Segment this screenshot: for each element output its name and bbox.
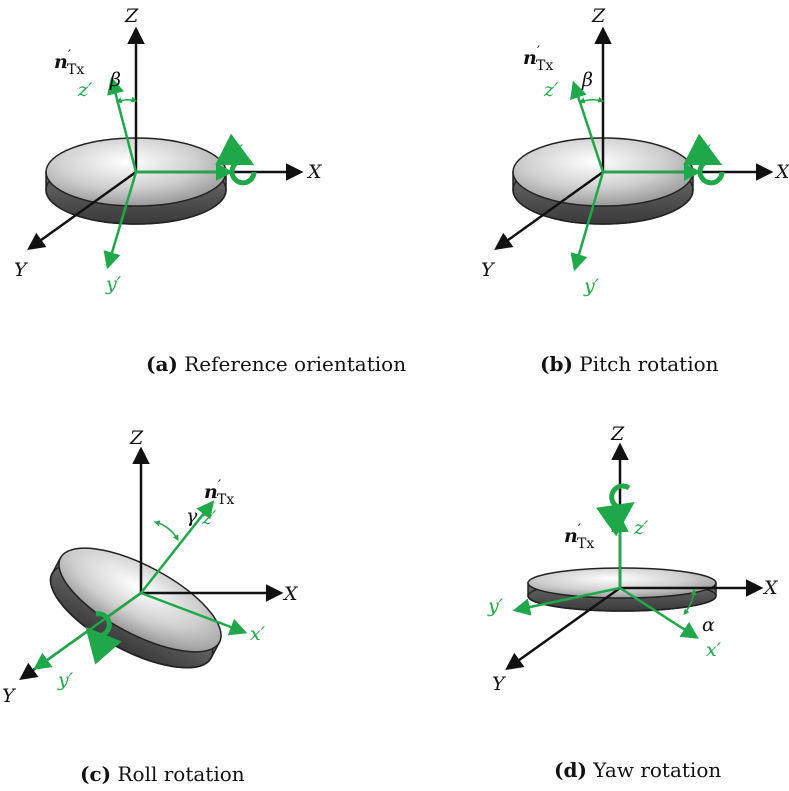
rotation-arrow xyxy=(683,133,725,186)
label-Y: Y xyxy=(14,259,29,281)
y-prime-axis xyxy=(103,171,138,270)
caption-a: (a) Reference orientation xyxy=(146,352,406,376)
caption-text: Yaw rotation xyxy=(593,758,722,782)
label-y-prime: y′ xyxy=(487,595,504,617)
caption-letter: (d) xyxy=(554,758,587,782)
label-angle: β xyxy=(109,69,121,91)
label-X: X xyxy=(762,577,779,599)
label-n-tx: n′Tx xyxy=(523,44,553,74)
disc xyxy=(527,567,717,612)
caption-c: (c) Roll rotation xyxy=(80,762,245,786)
label-angle: α xyxy=(702,614,715,636)
disc xyxy=(49,547,222,669)
label-Z: Z xyxy=(124,5,139,27)
y-prime-axis xyxy=(512,586,621,616)
label-X: X xyxy=(774,161,789,183)
y-axis xyxy=(494,170,604,251)
x-prime-axis xyxy=(140,591,248,636)
caption-d: (d) Yaw rotation xyxy=(554,758,721,782)
label-y-prime: y′ xyxy=(105,273,122,295)
label-y-prime: y′ xyxy=(57,669,74,691)
x-prime-axis xyxy=(619,586,699,639)
beta-arc xyxy=(115,96,138,104)
label-angle: γ xyxy=(186,505,198,527)
label-n-tx: n′Tx xyxy=(564,522,594,552)
caption-letter: (a) xyxy=(146,352,178,376)
label-n-tx: n′Tx xyxy=(54,48,84,78)
label-Y: Y xyxy=(2,685,17,707)
label-Y: Y xyxy=(492,673,507,695)
label-x-prime: x′ xyxy=(706,639,722,661)
rotation-arrow xyxy=(215,133,257,186)
caption-text: Pitch rotation xyxy=(579,352,719,376)
label-z-prime: z′ xyxy=(543,79,559,101)
label-X: X xyxy=(282,583,299,605)
gamma-arc xyxy=(153,520,179,542)
label-x-prime: x′ xyxy=(696,141,712,163)
label-z-prime: z′ xyxy=(77,79,93,101)
caption-b: (b) Pitch rotation xyxy=(540,352,719,376)
caption-letter: (b) xyxy=(540,352,573,376)
label-x-prime: x′ xyxy=(228,141,244,163)
beta-arc xyxy=(578,96,605,104)
label-z-prime: z′ xyxy=(633,517,649,539)
label-n-tx: n′Tx xyxy=(204,478,234,508)
y-axis xyxy=(505,586,621,671)
rotation-arrow xyxy=(596,483,635,537)
z-prime-axis xyxy=(107,76,138,173)
caption-text: Roll rotation xyxy=(117,762,245,786)
label-Z: Z xyxy=(129,427,144,449)
alpha-arc xyxy=(683,588,697,615)
y-axis xyxy=(27,170,137,251)
caption-letter: (c) xyxy=(80,762,112,786)
label-y-prime: y′ xyxy=(583,275,600,297)
label-Y: Y xyxy=(481,259,496,281)
panel-b: Z X Y z′ x′ y′ β n′Tx xyxy=(481,5,789,297)
label-x-prime: x′ xyxy=(250,623,266,645)
label-Z: Z xyxy=(610,423,625,445)
rotation-arrow xyxy=(85,611,122,665)
label-z-prime: z′ xyxy=(201,507,217,529)
panel-c: Z X Y z′ x′ y′ γ n′Tx xyxy=(2,427,299,707)
z-prime-axis xyxy=(570,80,605,173)
caption-text: Reference orientation xyxy=(184,352,407,376)
label-X: X xyxy=(306,161,323,183)
y-prime-axis xyxy=(570,171,605,272)
panel-d: Z X Y z′ x′ y′ α n′Tx xyxy=(487,423,779,695)
label-angle: β xyxy=(581,69,593,91)
panel-a: Z X Y z′ x′ y′ β n′Tx xyxy=(14,5,323,295)
z-prime-axis xyxy=(140,500,215,594)
label-Z: Z xyxy=(591,5,606,27)
